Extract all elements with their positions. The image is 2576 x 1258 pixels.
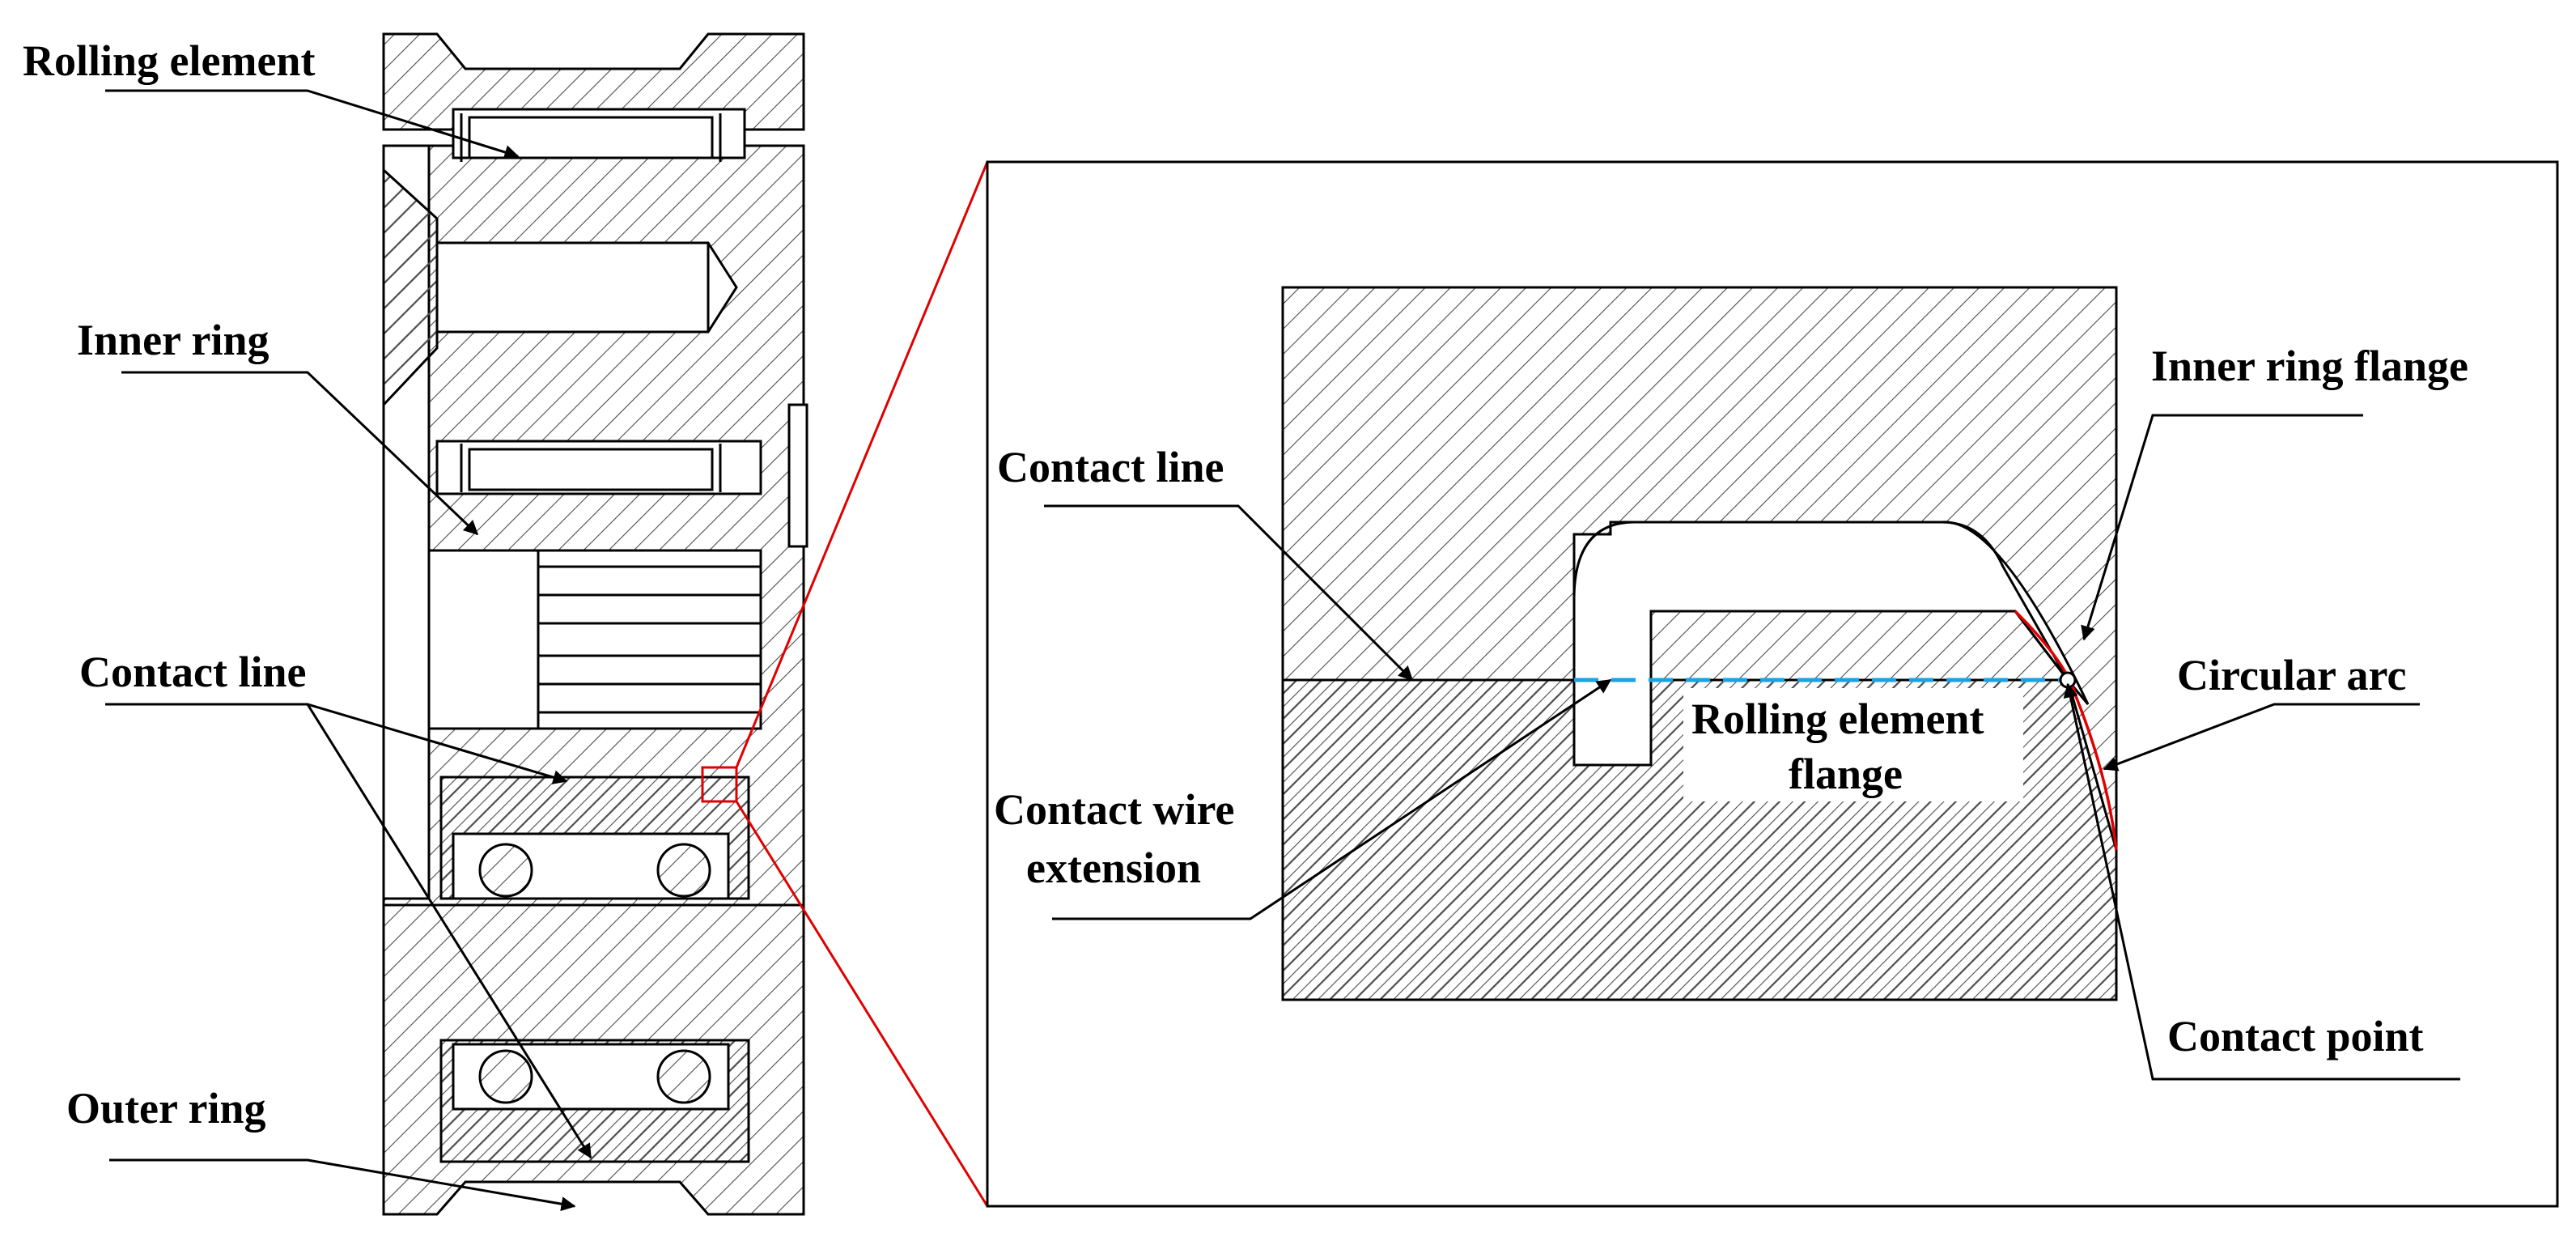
label-rolling-element-flange-2: flange [1789,750,1903,798]
detail-section [1281,286,2118,1001]
label-inner-ring-flange: Inner ring flange [2151,342,2468,390]
hub-taper [382,167,439,408]
label-contact-wire-extension-2: extension [1026,844,1201,892]
label-rolling-element-flange-1: Rolling element [1691,695,1984,743]
detail-groove [1572,521,2090,767]
label-rolling-element: Rolling element [23,36,315,85]
leader-lines [105,89,2460,1212]
middle-roller [468,448,714,491]
bearing-cross-section [382,32,808,1216]
detail-marker-box [701,766,738,803]
zoom-link-top [735,161,989,768]
ball-upper-left [478,843,533,898]
right-step [787,403,808,548]
circular-arc [2014,610,2118,851]
label-contact-line-left: Contact line [79,648,306,696]
label-contact-point: Contact point [2167,1012,2424,1060]
ball-lower-right [656,1049,711,1104]
ball-lower-left [478,1049,533,1104]
ball-upper-right [656,843,711,898]
labels: Rolling element Inner ring Contact line … [23,36,2468,1133]
label-contact-wire-extension-1: Contact wire [994,785,1234,834]
spline-cap [427,549,540,730]
label-inner-ring: Inner ring [77,316,269,364]
label-contact-line-detail: Contact line [997,443,1224,491]
zoom-link-bottom [735,801,989,1207]
flange-label-backdrop [1683,688,2023,801]
label-circular-arc: Circular arc [2177,651,2406,699]
bolt-hole [435,241,738,334]
label-outer-ring: Outer ring [66,1084,265,1133]
